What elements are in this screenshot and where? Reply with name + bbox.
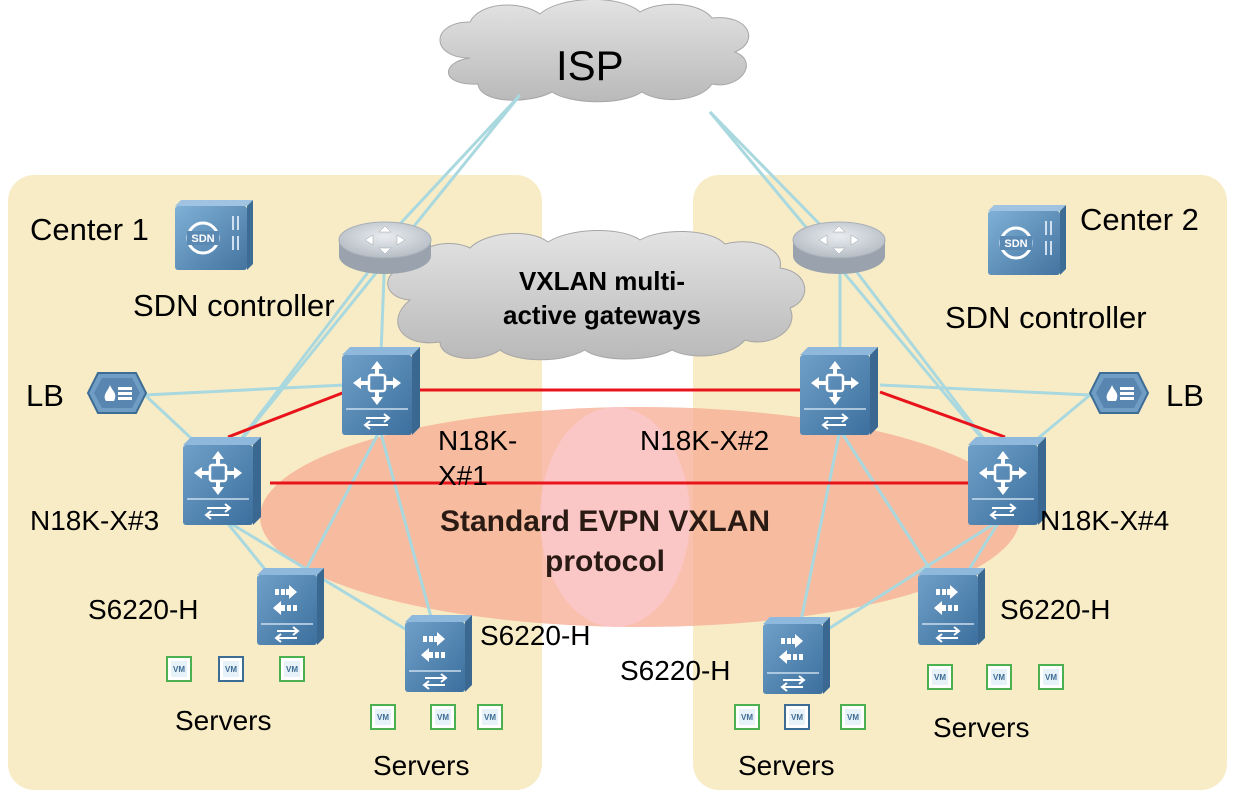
protocol-area-highlight: [540, 407, 690, 627]
gateway-label-line2: active gateways: [502, 300, 701, 330]
evpn-links: [227, 388, 1006, 485]
core-x4-label: N18K-X#4: [1040, 505, 1170, 536]
vm-label: VM: [791, 713, 803, 722]
vm-label: VM: [741, 713, 753, 722]
center1-access-switch-right: [404, 614, 473, 693]
center2-title: Center 2: [1080, 202, 1199, 237]
core-x3-label: N18K-X#3: [30, 505, 160, 536]
center2-lb-label: LB: [1166, 378, 1204, 413]
center2-access-switch-right: [917, 567, 986, 646]
vm-label: VM: [437, 713, 449, 722]
center1-vm-group-right: VM VM VM: [370, 704, 503, 730]
core-switch-x3: [181, 435, 263, 527]
vm-label: VM: [225, 665, 237, 674]
center2-lb-icon: [1089, 372, 1149, 414]
vm-label: VM: [847, 713, 859, 722]
center2-vm-group-left: VM VM VM: [734, 704, 866, 730]
core-switch-x2: [798, 345, 880, 437]
core-x1-label-line2: X#1: [438, 460, 488, 491]
vm-label: VM: [377, 713, 389, 722]
gateway-cloud: [387, 229, 806, 361]
center2-sdn-icon-text: SDN: [1004, 238, 1027, 250]
center1-vm-group-left: VM VM VM: [166, 656, 305, 682]
center2-vm-group-right: VM VM VM: [927, 664, 1064, 690]
center2-access-left-label: S6220-H: [620, 655, 731, 686]
center1-access-left-label: S6220-H: [88, 594, 199, 625]
uplinks: [143, 93, 1091, 652]
center1-servers-left-label: Servers: [175, 705, 272, 736]
center2-controller-label: SDN controller: [945, 300, 1147, 335]
center2-servers-right-label: Servers: [933, 712, 1030, 743]
center2-sdn-controller: SDN: [986, 203, 1068, 277]
core-switch-x1: [340, 345, 422, 437]
center2-router: [792, 221, 886, 275]
center1-servers-right-label: Servers: [373, 750, 470, 781]
isp-label: ISP: [556, 42, 624, 89]
core-x2-label: N18K-X#2: [640, 425, 770, 456]
vm-label: VM: [993, 673, 1005, 682]
center1-sdn-controller: SDN: [173, 198, 255, 272]
protocol-label-line2: protocol: [545, 545, 665, 578]
core-switch-x4: [966, 435, 1048, 527]
center1-lb-icon: [87, 372, 147, 414]
center2-access-switch-left: [762, 616, 831, 695]
center1-controller-label: SDN controller: [133, 288, 335, 323]
vm-label: VM: [484, 713, 496, 722]
center1-title: Center 1: [30, 212, 149, 247]
vm-label: VM: [934, 673, 946, 682]
vm-label: VM: [1045, 673, 1057, 682]
vm-label: VM: [173, 665, 185, 674]
center1-sdn-icon-text: SDN: [191, 233, 214, 245]
center1-lb-label: LB: [26, 378, 64, 413]
protocol-label-line1: Standard EVPN VXLAN: [439, 505, 771, 538]
core-x1-label-line1: N18K-: [438, 425, 518, 456]
center1-access-switch-left: [256, 567, 325, 646]
isp-cloud: [439, 0, 750, 103]
center2-access-right-label: S6220-H: [1000, 594, 1111, 625]
center1-router: [338, 221, 432, 275]
center2-servers-left-label: Servers: [738, 750, 835, 781]
vm-label: VM: [286, 665, 298, 674]
center1-access-right-label: S6220-H: [480, 620, 591, 651]
gateway-label-line1: VXLAN multi-: [518, 266, 686, 296]
